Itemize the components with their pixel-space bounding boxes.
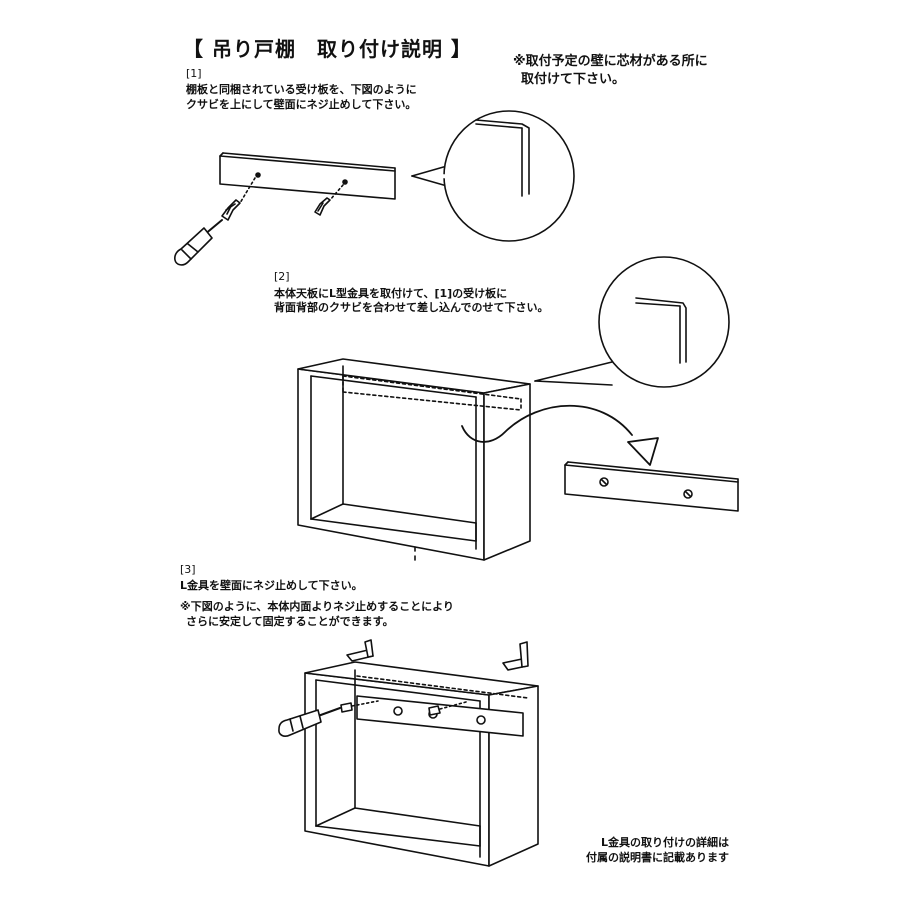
step3-label: [3] [180, 563, 196, 576]
step1-label: [1] [186, 67, 202, 80]
bracket-detail-note-line-2: 付属の説明書に記載あります [586, 851, 729, 864]
step3-text-line-1: L金具を壁面にネジ止めして下さい。 [180, 579, 363, 592]
step2-cleat-board [565, 462, 738, 511]
step3-cabinet [305, 662, 538, 866]
step3-note-line-2: さらに安定して固定することができます。 [186, 615, 394, 628]
page-title: 【 吊り戸棚 取り付け説明 】 [183, 37, 472, 61]
wall-stud-note-line-1: ※取付予定の壁に芯材がある所に [513, 54, 708, 69]
step2-text-line-1: 本体天板にL型金具を取付けて、[1]の受け板に [274, 287, 508, 300]
step2-cabinet [298, 359, 530, 560]
bracket-icon [347, 640, 528, 670]
curved-arrow-icon [462, 406, 658, 465]
bracket-detail-note-line-1: L金具の取り付けの詳細は [601, 836, 730, 849]
screwdriver-icon [279, 708, 340, 736]
step1-cleat-board [220, 153, 395, 199]
screw-icon [315, 185, 343, 215]
step2-callout [535, 257, 729, 387]
step3-note-line-1: ※下図のように、本体内面よりネジ止めすることにより [180, 600, 454, 613]
step1-text-line-2: クサビを上にして壁面にネジ止めして下さい。 [186, 98, 417, 111]
step1-callout [412, 111, 574, 241]
screw-icon [222, 178, 255, 220]
screwdriver-icon [175, 220, 222, 265]
wall-stud-note-line-2: 取付けて下さい。 [521, 72, 626, 87]
step2-label: [2] [274, 270, 290, 283]
step2-text-line-2: 背面背部のクサビを合わせて差し込んでのせて下さい。 [274, 301, 549, 314]
step1-text-line-1: 棚板と同梱されている受け板を、下図のように [186, 83, 417, 96]
screw-icon [341, 701, 466, 715]
